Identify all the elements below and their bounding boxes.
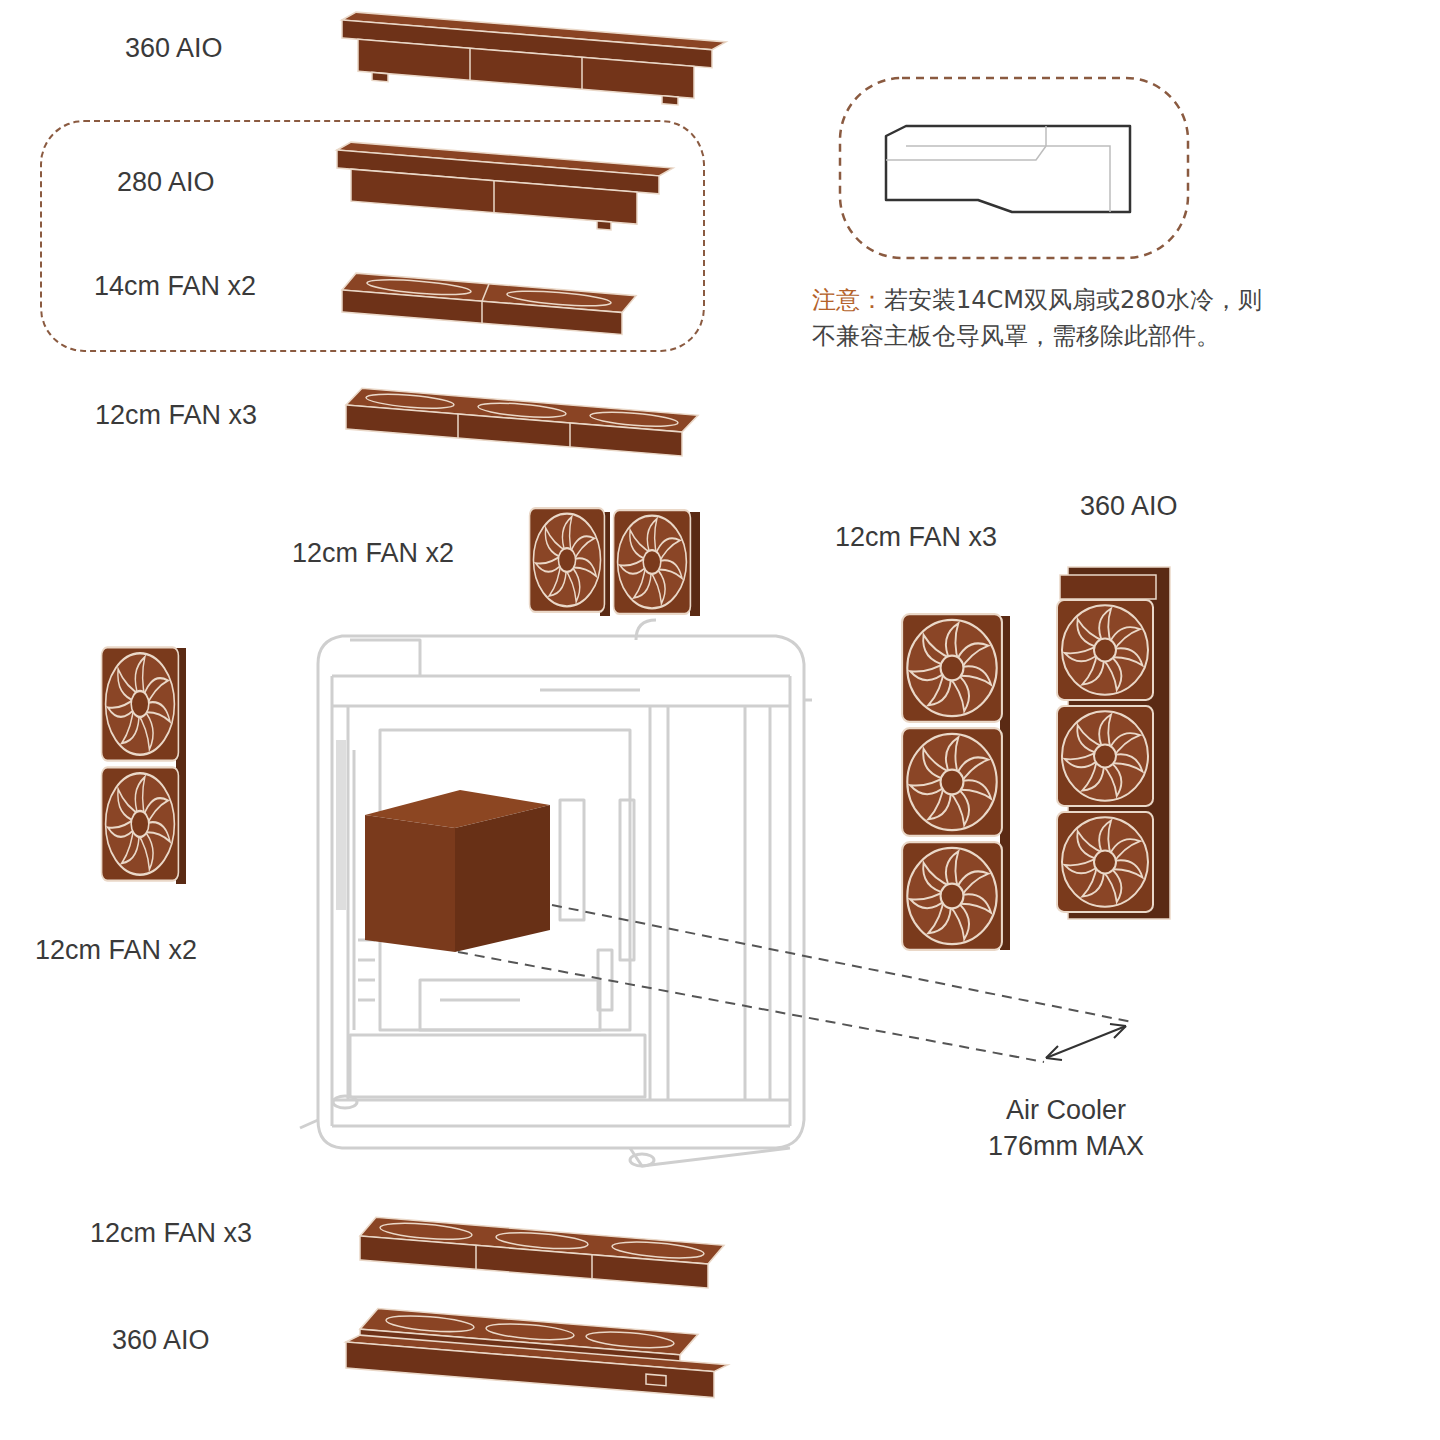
- part-label: 12cm FAN x3: [835, 521, 997, 553]
- part-label: 14cm FAN x2: [94, 270, 256, 302]
- note-heading: 注意：: [812, 286, 884, 314]
- part-label: 360 AIO: [125, 32, 223, 64]
- part-label: 280 AIO: [117, 166, 215, 198]
- compatibility-note: 注意：若安装14CM双风扇或280水冷，则 不兼容主板仓导风罩，需移除此部件。: [812, 282, 1282, 354]
- dashed-group-box: 280 AIO 14cm FAN x2: [40, 120, 705, 352]
- dimension-label: Air Cooler 176mm MAX: [976, 1092, 1156, 1164]
- part-label: 12cm FAN x2: [292, 537, 454, 569]
- part-label: 12cm FAN x2: [35, 934, 197, 966]
- part-label: 360 AIO: [112, 1324, 210, 1356]
- part-label: 360 AIO: [1080, 490, 1178, 522]
- part-label: 12cm FAN x3: [90, 1217, 252, 1249]
- part-label: 12cm FAN x3: [95, 399, 257, 431]
